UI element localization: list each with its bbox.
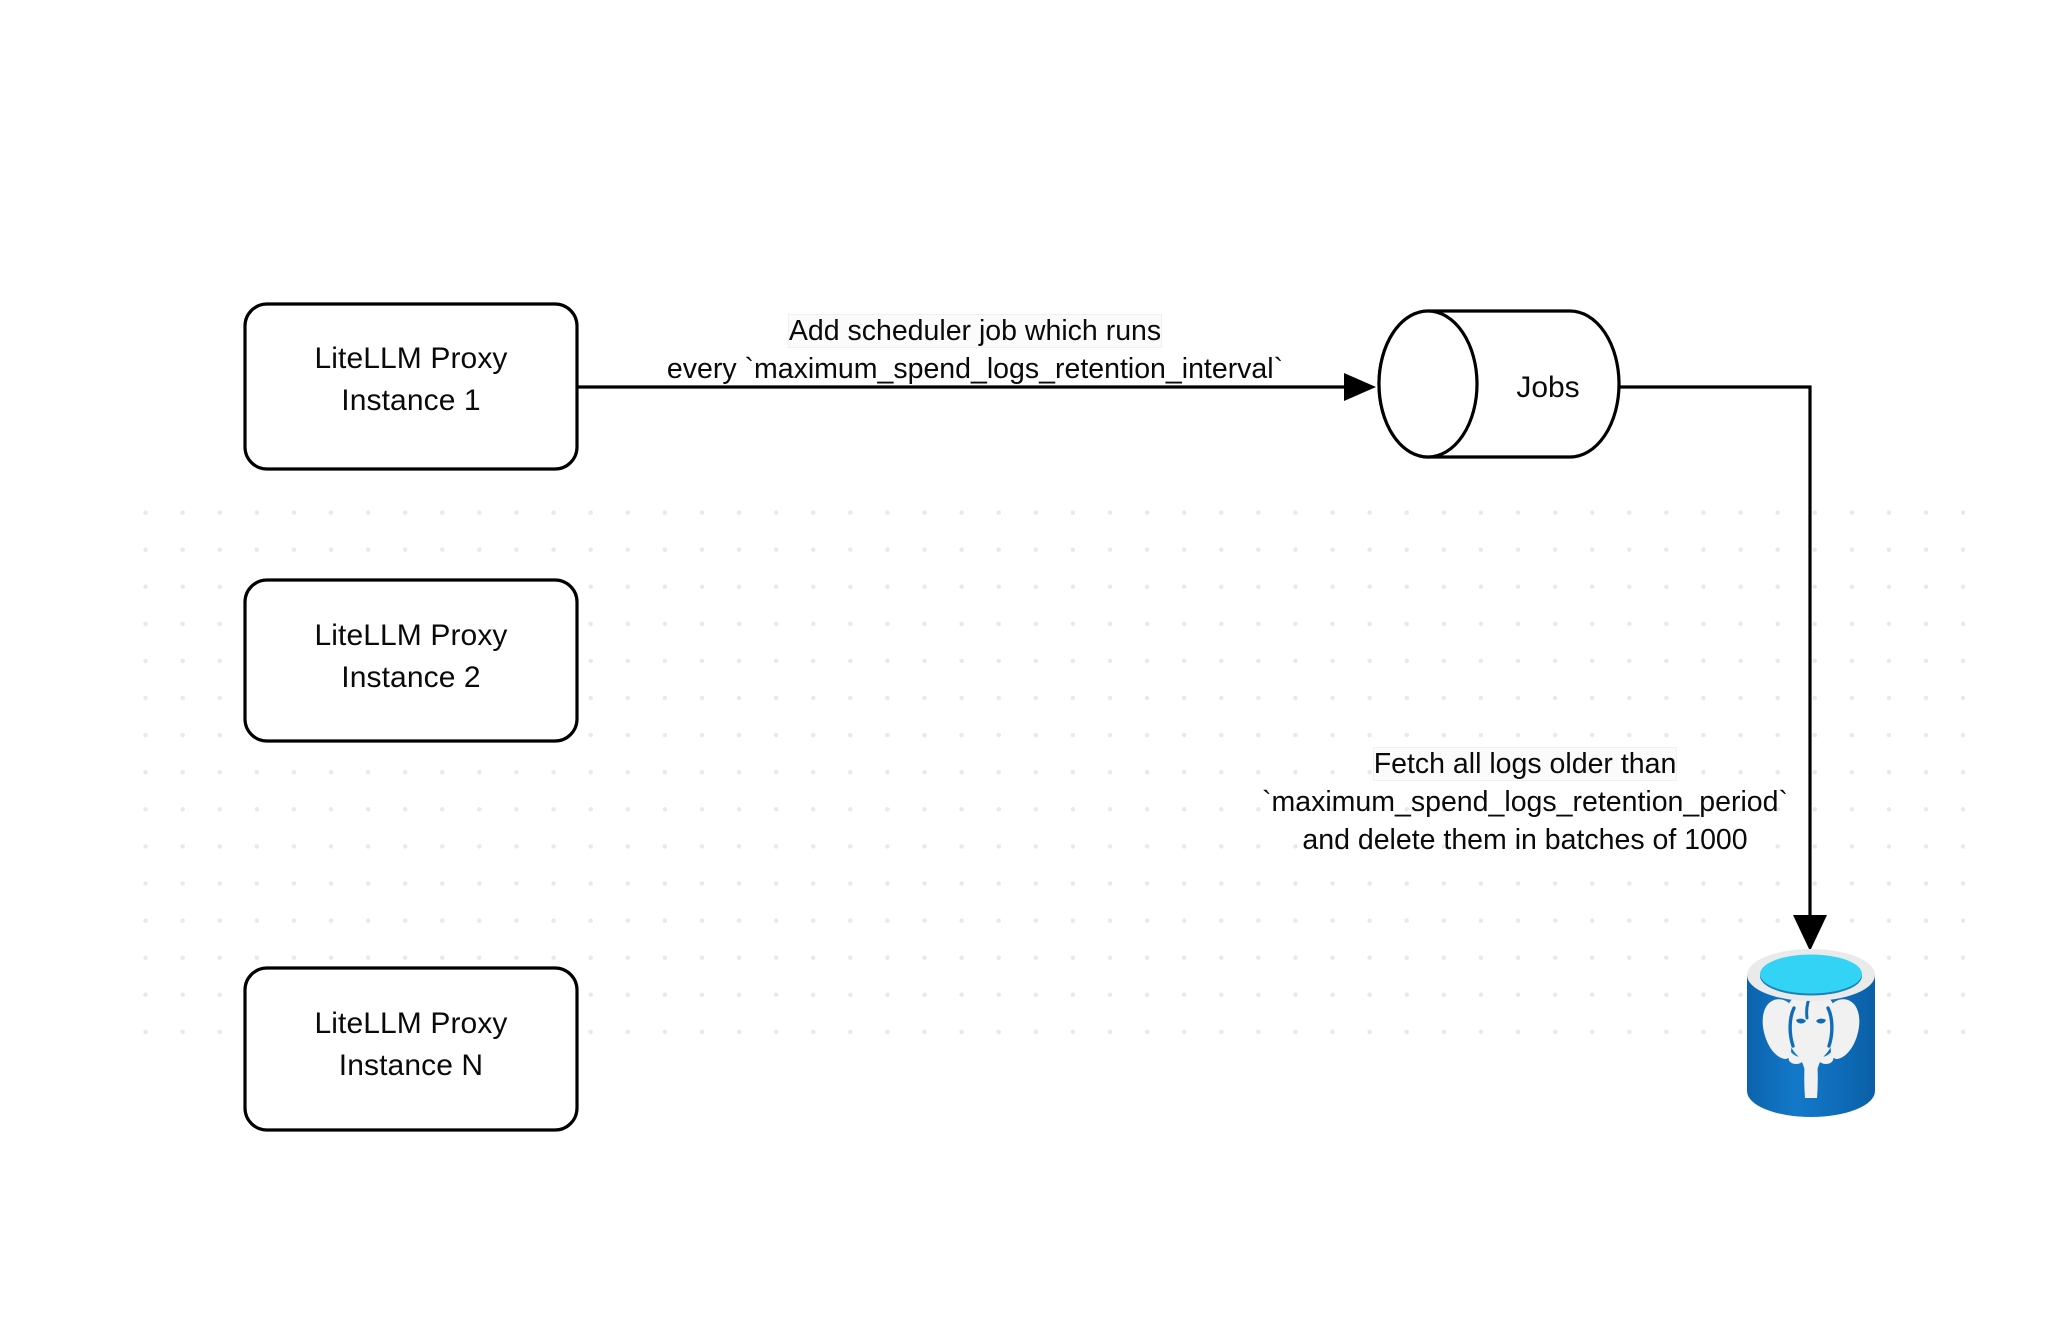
postgres-elephant-logo xyxy=(1762,992,1860,1098)
node-proxy-instance-1[interactable] xyxy=(243,302,579,471)
edge-jobs-to-postgres-arrowhead xyxy=(1793,915,1827,951)
postgresql-database-icon[interactable] xyxy=(1744,948,1878,1120)
edge-proxy1-to-jobs-arrowhead xyxy=(1344,373,1376,401)
pg-cylinder-rim xyxy=(1747,949,1875,1001)
edge-jobs-to-postgres-line xyxy=(1619,385,1812,925)
node-proxy-instance-n[interactable] xyxy=(243,966,579,1132)
node-proxy-instance-2[interactable] xyxy=(243,578,579,743)
node-jobs-queue[interactable] xyxy=(1377,309,1621,459)
